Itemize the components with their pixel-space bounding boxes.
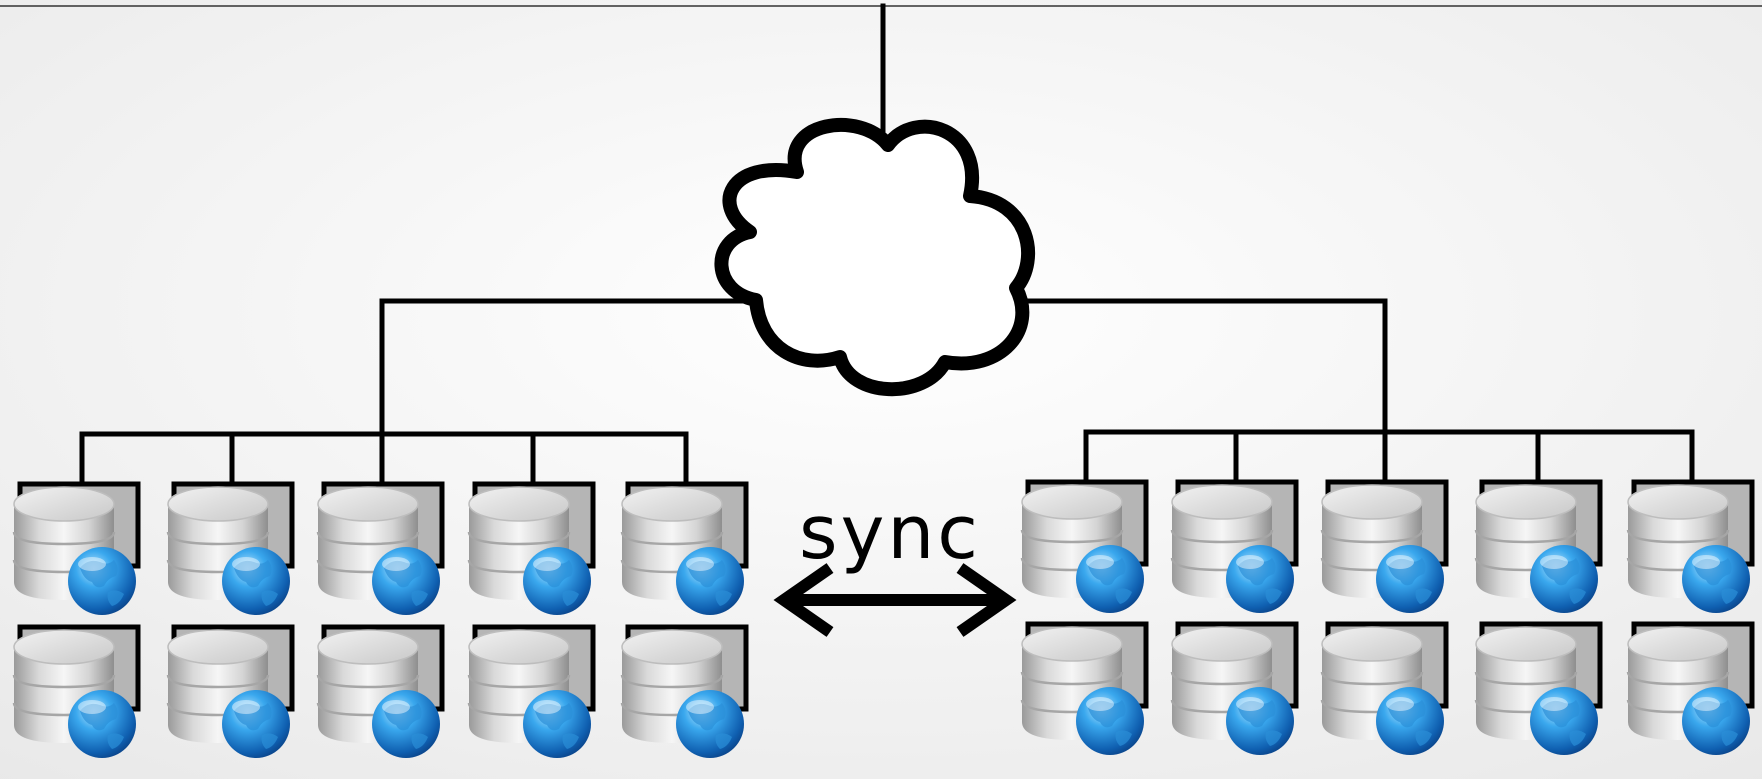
- bidirectional-arrow-icon: [773, 563, 1017, 637]
- sync-label: sync: [799, 490, 981, 576]
- database-globe-icon: [1172, 482, 1296, 613]
- database-globe-icon: [1322, 482, 1446, 613]
- database-globe-icon: [14, 627, 138, 758]
- database-globe-icon: [1628, 624, 1752, 755]
- database-globe-icon: [1022, 624, 1146, 755]
- database-globe-icon: [1322, 624, 1446, 755]
- database-globe-icon: [318, 484, 442, 615]
- database-globe-icon: [1476, 624, 1600, 755]
- database-globe-icon: [168, 484, 292, 615]
- database-globe-icon: [1172, 624, 1296, 755]
- connection-lines: [79, 3, 1695, 493]
- database-globe-icon: [1628, 482, 1752, 613]
- database-globe-icon: [168, 627, 292, 758]
- database-globe-icon: [1476, 482, 1600, 613]
- database-globe-icon: [622, 484, 746, 615]
- database-globe-icon: [14, 484, 138, 615]
- database-globe-icon: [469, 627, 593, 758]
- database-globe-icon: [469, 484, 593, 615]
- database-globe-icon: [318, 627, 442, 758]
- database-globe-icon: [1022, 482, 1146, 613]
- database-globe-icon: [622, 627, 746, 758]
- cloud-icon: [714, 118, 1036, 397]
